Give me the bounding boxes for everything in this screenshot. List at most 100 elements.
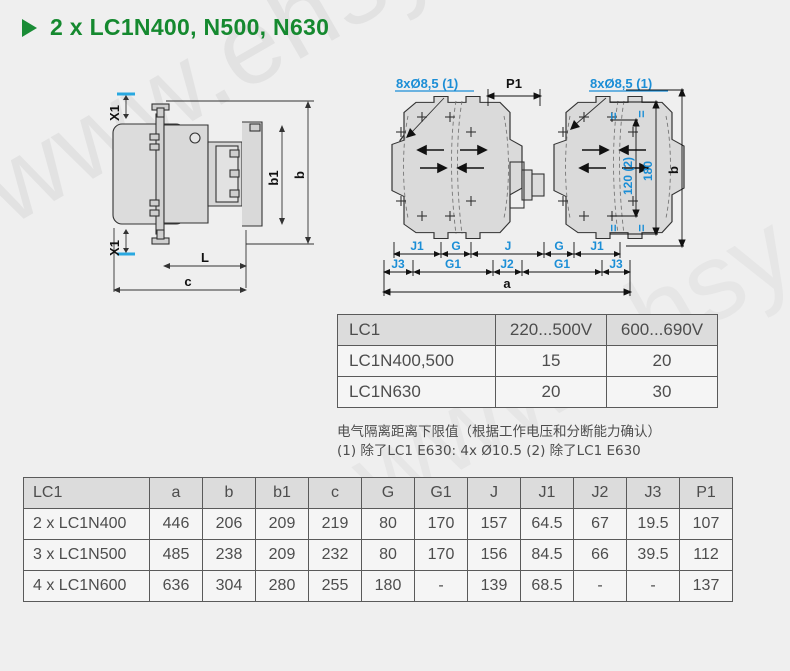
dims-header-9: J2 bbox=[573, 477, 627, 509]
dims-r1-c8: 84.5 bbox=[520, 539, 574, 571]
dims-header-1: a bbox=[149, 477, 203, 509]
dims-header-3: b1 bbox=[255, 477, 309, 509]
dims-header-0: LC1 bbox=[23, 477, 150, 509]
table-row: LC1N400,500 15 20 bbox=[337, 345, 718, 377]
dims-r2-c10: - bbox=[626, 570, 680, 602]
voltage-header-0: LC1 bbox=[337, 314, 496, 346]
dims-r2-c9: - bbox=[573, 570, 627, 602]
dims-header-7: J bbox=[467, 477, 521, 509]
dim-a: a bbox=[503, 276, 511, 291]
voltage-row0-v1: 15 bbox=[495, 345, 607, 377]
table-row: LC1N630 20 30 bbox=[337, 376, 718, 408]
dim-row1-0: J1 bbox=[410, 239, 424, 253]
dims-r2-c6: - bbox=[414, 570, 468, 602]
dims-header-2: b bbox=[202, 477, 256, 509]
dims-r0-c0: 2 x LC1N400 bbox=[23, 508, 150, 540]
dims-r1-c3: 209 bbox=[255, 539, 309, 571]
dim-row1-1: G bbox=[451, 239, 460, 253]
dim-b: b bbox=[292, 171, 307, 179]
equal-mark-4: = bbox=[634, 224, 649, 232]
triangle-right-icon bbox=[22, 18, 37, 37]
dim-l: L bbox=[201, 250, 209, 265]
dims-r2-c11: 137 bbox=[679, 570, 733, 602]
table-notes: 电气隔离距离下限值（根据工作电压和分断能力确认） (1) 除了LC1 E630:… bbox=[337, 423, 661, 461]
dim-x1-bottom: X1 bbox=[107, 240, 122, 256]
dims-r2-c7: 139 bbox=[467, 570, 521, 602]
table-row: 2 x LC1N400 446 206 209 219 80 170 157 6… bbox=[23, 508, 733, 540]
dims-r1-c10: 39.5 bbox=[626, 539, 680, 571]
dim-b-right: b bbox=[666, 166, 681, 174]
dims-r0-c11: 107 bbox=[679, 508, 733, 540]
dims-r1-c5: 80 bbox=[361, 539, 415, 571]
callout-left-label: 8xØ8,5 (1) bbox=[396, 76, 458, 91]
dims-header-6: G1 bbox=[414, 477, 468, 509]
note-line-1: 电气隔离距离下限值（根据工作电压和分断能力确认） bbox=[337, 424, 661, 440]
dims-r1-c7: 156 bbox=[467, 539, 521, 571]
voltage-row0-label: LC1N400,500 bbox=[337, 345, 496, 377]
voltage-header-1: 220...500V bbox=[495, 314, 607, 346]
voltage-header-2: 600...690V bbox=[606, 314, 718, 346]
dims-r2-c3: 280 bbox=[255, 570, 309, 602]
voltage-row0-v2: 20 bbox=[606, 345, 718, 377]
dim-p1: P1 bbox=[506, 76, 522, 91]
table-row: 3 x LC1N500 485 238 209 232 80 170 156 8… bbox=[23, 539, 733, 571]
dims-r1-c9: 66 bbox=[573, 539, 627, 571]
table-row: 4 x LC1N600 636 304 280 255 180 - 139 68… bbox=[23, 570, 733, 602]
dims-r2-c8: 68.5 bbox=[520, 570, 574, 602]
dim-120: 120 (2) bbox=[621, 157, 635, 195]
isolation-distance-table: LC1 220...500V 600...690V LC1N400,500 15… bbox=[337, 314, 718, 408]
dims-r0-c10: 19.5 bbox=[626, 508, 680, 540]
table-header-row: LC1 220...500V 600...690V bbox=[337, 314, 718, 346]
dims-header-4: c bbox=[308, 477, 362, 509]
dims-r1-c1: 485 bbox=[149, 539, 203, 571]
dims-r0-c7: 157 bbox=[467, 508, 521, 540]
dims-header-5: G bbox=[361, 477, 415, 509]
dims-r0-c3: 209 bbox=[255, 508, 309, 540]
dims-r1-c4: 232 bbox=[308, 539, 362, 571]
dims-r0-c9: 67 bbox=[573, 508, 627, 540]
dim-row1-4: J1 bbox=[590, 239, 604, 253]
dims-r2-c2: 304 bbox=[202, 570, 256, 602]
dims-header-11: P1 bbox=[679, 477, 733, 509]
dims-r0-c2: 206 bbox=[202, 508, 256, 540]
dim-row2-3: G1 bbox=[554, 257, 570, 271]
dim-b1: b1 bbox=[266, 170, 281, 185]
front-view-drawing: 8xØ8,5 (1) 8xØ8,5 (1) P1 120 (2) 180 b = bbox=[382, 76, 686, 296]
dimensions-table: LC1 a b b1 c G G1 J J1 J2 J3 P1 2 x LC1N… bbox=[23, 477, 733, 602]
equal-mark-1: = bbox=[606, 112, 621, 120]
equal-mark-3: = bbox=[606, 224, 621, 232]
voltage-row1-v2: 30 bbox=[606, 376, 718, 408]
dim-180: 180 bbox=[641, 161, 655, 181]
note-line-2: (1) 除了LC1 E630: 4x Ø10.5 (2) 除了LC1 E630 bbox=[337, 443, 641, 459]
dim-row2-0: J3 bbox=[391, 257, 405, 271]
dims-r1-c11: 112 bbox=[679, 539, 733, 571]
side-view-drawing: X1 X1 b1 b L c bbox=[107, 92, 314, 293]
dims-r0-c5: 80 bbox=[361, 508, 415, 540]
page-title: 2 x LC1N400, N500, N630 bbox=[22, 14, 329, 41]
dim-row2-1: G1 bbox=[445, 257, 461, 271]
dims-r1-c6: 170 bbox=[414, 539, 468, 571]
dims-r0-c4: 219 bbox=[308, 508, 362, 540]
dim-row2-4: J3 bbox=[609, 257, 623, 271]
dims-r0-c8: 64.5 bbox=[520, 508, 574, 540]
dims-header-8: J1 bbox=[520, 477, 574, 509]
dims-header-10: J3 bbox=[626, 477, 680, 509]
dims-r0-c6: 170 bbox=[414, 508, 468, 540]
dims-r2-c0: 4 x LC1N600 bbox=[23, 570, 150, 602]
dim-x1-top: X1 bbox=[107, 105, 122, 121]
table-header-row: LC1 a b b1 c G G1 J J1 J2 J3 P1 bbox=[23, 477, 733, 509]
voltage-row1-v1: 20 bbox=[495, 376, 607, 408]
dims-r2-c1: 636 bbox=[149, 570, 203, 602]
dim-row1-2: J bbox=[505, 239, 512, 253]
dims-r1-c2: 238 bbox=[202, 539, 256, 571]
callout-right-label: 8xØ8,5 (1) bbox=[590, 76, 652, 91]
page-title-label: 2 x LC1N400, N500, N630 bbox=[50, 14, 330, 40]
dim-c: c bbox=[184, 274, 191, 289]
dims-r0-c1: 446 bbox=[149, 508, 203, 540]
dims-r2-c5: 180 bbox=[361, 570, 415, 602]
voltage-row1-label: LC1N630 bbox=[337, 376, 496, 408]
dims-r1-c0: 3 x LC1N500 bbox=[23, 539, 150, 571]
dim-row1-3: G bbox=[554, 239, 563, 253]
dim-row2-2: J2 bbox=[500, 257, 514, 271]
dims-r2-c4: 255 bbox=[308, 570, 362, 602]
